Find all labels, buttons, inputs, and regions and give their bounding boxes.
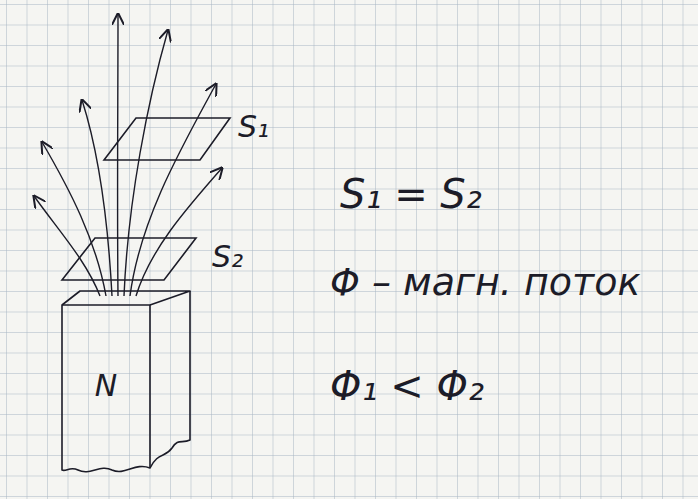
area-label: S₂ [212,240,243,273]
magnet-front [62,305,150,472]
magnet-top [62,291,190,305]
magnet [62,291,190,472]
note-text: S₁ = S₂ [340,172,482,216]
area-label: S₁ [238,110,269,143]
note-text: Φ – магн. поток [330,262,640,304]
field-lines [34,14,222,296]
pole-letter: N [95,369,117,402]
plane-s1 [104,118,230,160]
plane-s2 [62,238,196,280]
magnet-pole: N [62,320,150,450]
area-planes [62,118,230,280]
note-text: Φ₁ < Φ₂ [330,364,484,408]
magnet-side [150,291,190,468]
